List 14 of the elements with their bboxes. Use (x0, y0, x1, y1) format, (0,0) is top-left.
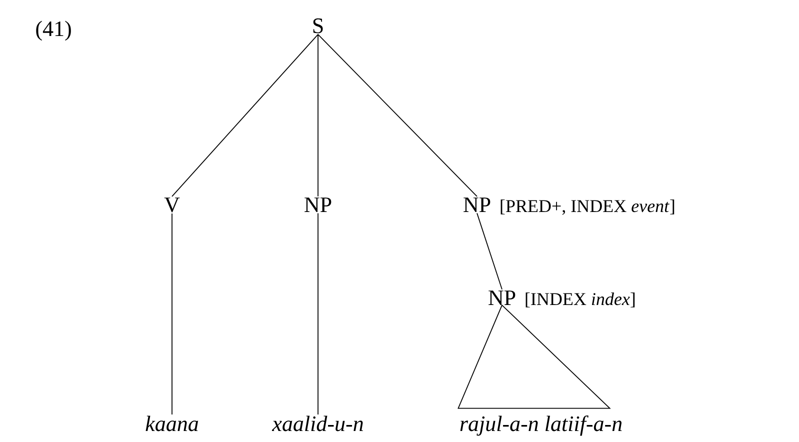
tree-label: S (313, 18, 323, 34)
tree-branch (318, 34, 478, 197)
example-number: (41) (36, 20, 71, 41)
tree-label: NP (304, 198, 332, 212)
word-label: rajul-a-n latiif-a-n (460, 416, 622, 436)
tree-branch (476, 212, 502, 290)
feature-bracket: [INDEX index] (526, 292, 635, 308)
tree-label: NP (464, 198, 490, 212)
feature-bracket: [PRED+, INDEX event] (500, 200, 674, 215)
word-label: xaalid-u-n (272, 416, 363, 432)
word-label: kaana (146, 416, 198, 432)
tree-label: V (164, 198, 180, 212)
tree-branch (172, 34, 318, 197)
tree-label: NP (488, 290, 516, 305)
